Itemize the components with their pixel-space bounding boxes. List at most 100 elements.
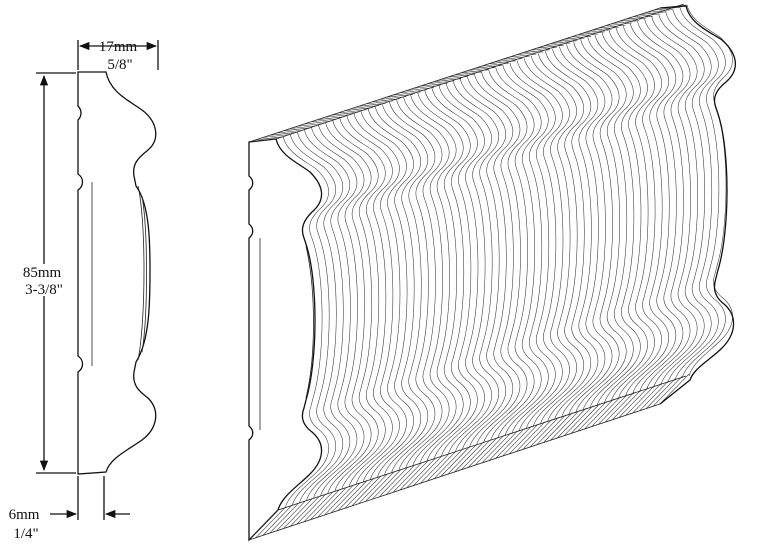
hatch-line [584, 29, 612, 33]
hatch-line [433, 448, 464, 479]
hatch-line [420, 453, 450, 484]
moulding-slice [502, 65, 549, 437]
hatch-line [625, 15, 653, 20]
moulding-slice [481, 71, 528, 444]
hatch-line [522, 419, 553, 450]
hatch-line [591, 27, 619, 31]
hatch-line [413, 455, 443, 486]
hatch-line [317, 487, 347, 518]
hatch-line [468, 437, 498, 468]
hatch-line [351, 105, 379, 109]
hatch-line [310, 489, 340, 520]
moulding-slice [367, 108, 414, 481]
hatch-line [351, 475, 381, 507]
hatch-line [632, 382, 662, 414]
hatch-line [324, 114, 352, 118]
moulding-slice [417, 92, 464, 464]
hatch-line [420, 82, 448, 87]
hatch-line [440, 76, 468, 80]
hatch-line [344, 107, 372, 111]
hatch-line [454, 71, 482, 76]
hatch-line [262, 134, 290, 138]
hatch-line [413, 85, 441, 89]
moulding-slice [304, 129, 351, 501]
hatch-line [385, 464, 416, 495]
hatch-line [262, 505, 292, 536]
moulding-slice [474, 74, 521, 446]
hatch-line [543, 412, 573, 443]
hatch-line [509, 53, 537, 58]
hatch-line [652, 376, 683, 407]
hatch-line [248, 138, 277, 143]
moulding-slice [630, 23, 677, 395]
moulding-slice [552, 48, 599, 420]
hatch-line [303, 120, 331, 125]
hatch-line [447, 444, 477, 475]
hatch-line [611, 20, 640, 24]
top-edge-hatching [248, 4, 688, 143]
moulding-slice [566, 44, 613, 416]
hatch-line [611, 389, 642, 421]
moulding-slice [403, 97, 450, 469]
hatch-line [303, 491, 333, 523]
hatch-line [543, 42, 571, 47]
hatch-line [536, 44, 564, 49]
hatch-line [358, 103, 386, 107]
hatch-line [570, 403, 601, 434]
hatch-line [481, 62, 509, 67]
hatch-line [365, 471, 395, 502]
moulding-slice [445, 83, 492, 455]
hatch-line [495, 58, 523, 62]
moulding-slices [282, 4, 733, 508]
hatch-line [283, 127, 311, 132]
hatch-line [584, 398, 614, 430]
moulding-slice [509, 62, 556, 434]
moulding-slice [282, 136, 329, 508]
hatch-line [632, 13, 660, 18]
hatch-line [372, 98, 400, 103]
bottom-edge-hatching [248, 373, 690, 541]
moulding-slice [622, 25, 669, 397]
hatch-line [392, 91, 420, 96]
moulding-slice [658, 14, 705, 386]
hatch-line [310, 118, 338, 123]
hatch-line [564, 36, 592, 40]
moulding-slice [523, 58, 570, 430]
moulding-slice [608, 30, 655, 402]
hatch-line [557, 407, 587, 439]
hatch-line [324, 484, 354, 516]
hatch-line [639, 380, 669, 411]
moulding-slice [346, 115, 393, 487]
height-dimension: 85mm 3-3/8" [23, 72, 76, 474]
hatch-line [372, 469, 402, 500]
hatch-line [248, 509, 279, 541]
moulding-slice [374, 106, 421, 478]
hatch-line [468, 67, 496, 71]
hatch-line [283, 498, 313, 529]
hatch-line [296, 493, 327, 525]
hatch-line [276, 500, 306, 532]
moulding-slice [644, 18, 691, 390]
depth-metric-label: 6mm [9, 507, 40, 523]
hatch-line [502, 425, 532, 457]
moulding-slice [360, 111, 407, 483]
hatch-line [255, 136, 283, 141]
moulding-slice [637, 21, 684, 393]
hatch-line [653, 6, 681, 11]
hatch-line [461, 69, 489, 74]
hatch-line [289, 496, 320, 527]
moulding-slice [332, 120, 379, 492]
moulding-slice [615, 28, 662, 400]
hatch-line [392, 462, 423, 493]
hatch-line [454, 441, 484, 473]
hatch-line [502, 56, 530, 60]
hatch-line [399, 89, 427, 94]
hatch-line [516, 421, 546, 452]
hatch-line [399, 459, 429, 491]
hatch-line [406, 457, 436, 489]
hatch-line [276, 129, 304, 134]
hatch-line [495, 428, 525, 459]
height-metric-label: 85mm [23, 265, 62, 281]
